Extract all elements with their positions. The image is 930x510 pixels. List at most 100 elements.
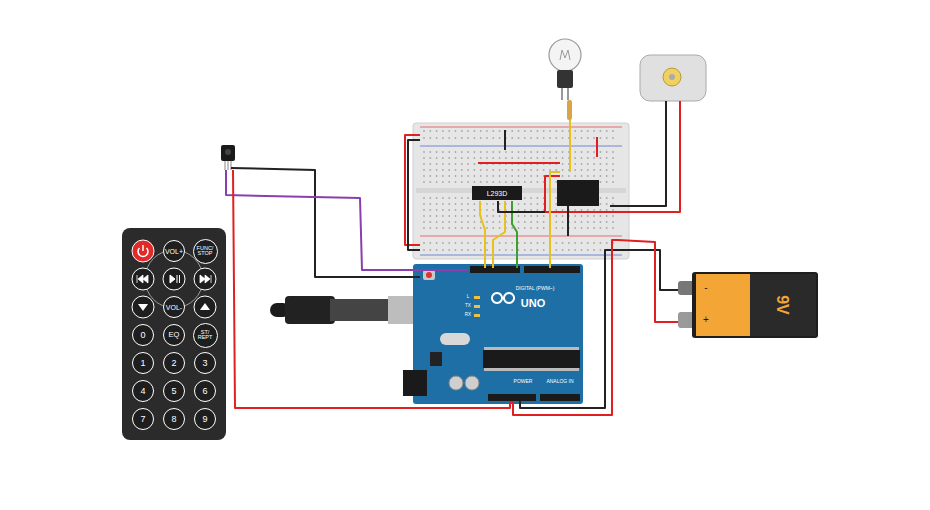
breadboard-hole	[600, 215, 602, 217]
breadboard-hole	[600, 197, 602, 199]
arduino-board	[403, 264, 583, 404]
wires-part	[520, 250, 615, 408]
breadboard-hole	[549, 157, 551, 159]
breadboard-hole	[530, 221, 532, 223]
breadboard-hole	[562, 227, 564, 229]
breadboard-hole	[486, 137, 488, 139]
arduino-board-part	[440, 333, 470, 345]
button-circle	[133, 409, 154, 430]
breadboard-hole	[606, 197, 608, 199]
breadboard-hole	[606, 137, 608, 139]
breadboard-hole	[480, 151, 482, 153]
remote-button: 5	[163, 380, 185, 402]
arduino-board-part	[426, 272, 432, 278]
breadboard-hole	[612, 181, 614, 183]
breadboard-hole	[593, 157, 595, 159]
breadboard-hole	[537, 242, 539, 244]
breadboard-hole	[524, 221, 526, 223]
breadboard-hole	[448, 221, 450, 223]
breadboard-hole	[423, 209, 425, 211]
breadboard-hole	[518, 209, 520, 211]
breadboard-hole	[530, 181, 532, 183]
breadboard-hole	[429, 151, 431, 153]
breadboard-part	[420, 146, 622, 147]
breadboard-hole	[612, 169, 614, 171]
breadboard-hole	[612, 197, 614, 199]
breadboard-hole	[518, 203, 520, 205]
breadboard-hole	[518, 221, 520, 223]
arduino-board-part	[470, 266, 520, 273]
breadboard-hole	[474, 227, 476, 229]
breadboard-hole	[593, 227, 595, 229]
button-circle	[164, 409, 185, 430]
breadboard-hole	[600, 181, 602, 183]
breadboard-hole	[474, 157, 476, 159]
header-label: POWER	[514, 379, 533, 384]
breadboard-hole	[593, 242, 595, 244]
breadboard	[413, 123, 629, 259]
battery-9v	[678, 272, 818, 338]
breadboard-hole	[455, 181, 457, 183]
battery-voltage: 9V	[774, 295, 790, 315]
breadboard-hole	[448, 181, 450, 183]
breadboard-hole	[574, 175, 576, 177]
button-label: VOL-	[166, 304, 182, 311]
breadboard-hole	[549, 137, 551, 139]
breadboard-hole	[499, 151, 501, 153]
breadboard-hole	[448, 169, 450, 171]
breadboard-hole	[474, 249, 476, 251]
breadboard-hole	[480, 130, 482, 132]
ic-chip: L293D	[472, 186, 522, 200]
breadboard-hole	[474, 181, 476, 183]
breadboard-hole	[530, 151, 532, 153]
breadboard-hole	[429, 242, 431, 244]
breadboard-hole	[474, 209, 476, 211]
breadboard-hole	[581, 175, 583, 177]
breadboard-hole	[455, 151, 457, 153]
breadboard-hole	[606, 209, 608, 211]
chip-label: L293D	[487, 190, 508, 197]
breadboard-hole	[574, 157, 576, 159]
breadboard-hole	[480, 249, 482, 251]
breadboard-hole	[518, 227, 520, 229]
breadboard-hole	[600, 227, 602, 229]
remote-control-part	[132, 296, 154, 318]
breadboard-hole	[455, 163, 457, 165]
breadboard-hole	[606, 130, 608, 132]
breadboard-hole	[467, 163, 469, 165]
breadboard-hole	[448, 175, 450, 177]
button-label: 2	[171, 359, 176, 368]
breadboard-hole	[442, 181, 444, 183]
wires-part	[513, 240, 618, 415]
breadboard-hole	[587, 249, 589, 251]
breadboard-hole	[448, 203, 450, 205]
breadboard-hole	[612, 215, 614, 217]
breadboard-hole	[442, 221, 444, 223]
breadboard-hole	[606, 151, 608, 153]
breadboard-hole	[574, 249, 576, 251]
breadboard-hole	[543, 151, 545, 153]
breadboard-hole	[543, 227, 545, 229]
arduino-board-part	[483, 350, 580, 368]
breadboard-hole	[505, 151, 507, 153]
breadboard-hole	[448, 163, 450, 165]
breadboard-hole	[600, 163, 602, 165]
breadboard-hole	[587, 215, 589, 217]
breadboard-hole	[461, 181, 463, 183]
breadboard-hole	[593, 175, 595, 177]
breadboard-hole	[429, 203, 431, 205]
breadboard-hole	[587, 137, 589, 139]
breadboard-hole	[461, 209, 463, 211]
breadboard-hole	[606, 227, 608, 229]
breadboard-hole	[555, 181, 557, 183]
breadboard-hole	[499, 215, 501, 217]
breadboard-hole	[612, 209, 614, 211]
remote-button: 7	[132, 408, 154, 430]
breadboard-hole	[486, 227, 488, 229]
wires-part	[408, 140, 420, 250]
breadboard-hole	[606, 181, 608, 183]
breadboard-hole	[505, 181, 507, 183]
remote-button: 2	[163, 352, 185, 374]
breadboard-hole	[524, 209, 526, 211]
